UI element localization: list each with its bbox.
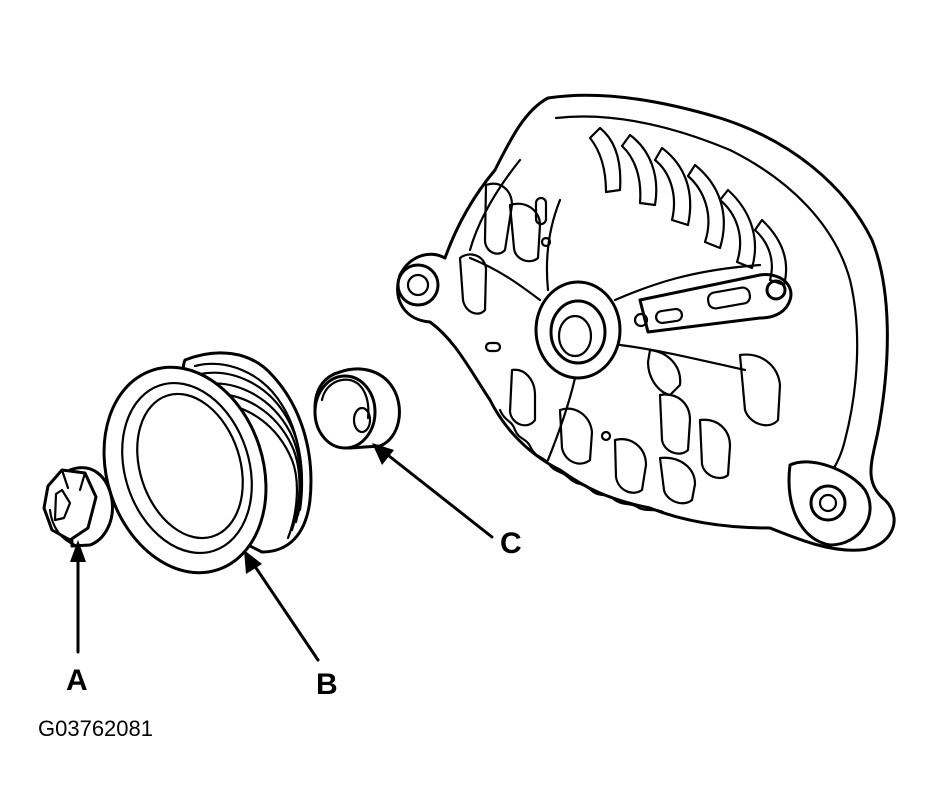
mounting-ear-left	[396, 263, 440, 307]
vent-slots-upper	[588, 126, 788, 287]
center-bearing-boss	[534, 280, 622, 380]
terminal-bracket	[638, 273, 793, 334]
figure-id: G03762081	[38, 716, 153, 741]
callout-label-c: C	[500, 527, 522, 560]
leader-line-c	[372, 443, 494, 539]
alternator-housing	[396, 93, 896, 552]
pulley	[102, 351, 313, 575]
vent-slots-lower	[508, 348, 782, 505]
callout-label-b: B	[316, 668, 338, 701]
vent-slots-left	[458, 182, 542, 315]
leader-line-a	[70, 540, 86, 654]
pulley-nut	[42, 466, 114, 548]
callout-label-a: A	[66, 664, 88, 697]
spacer-collar	[313, 367, 401, 450]
mounting-ear-right	[787, 460, 872, 547]
leader-line-b	[244, 550, 320, 662]
